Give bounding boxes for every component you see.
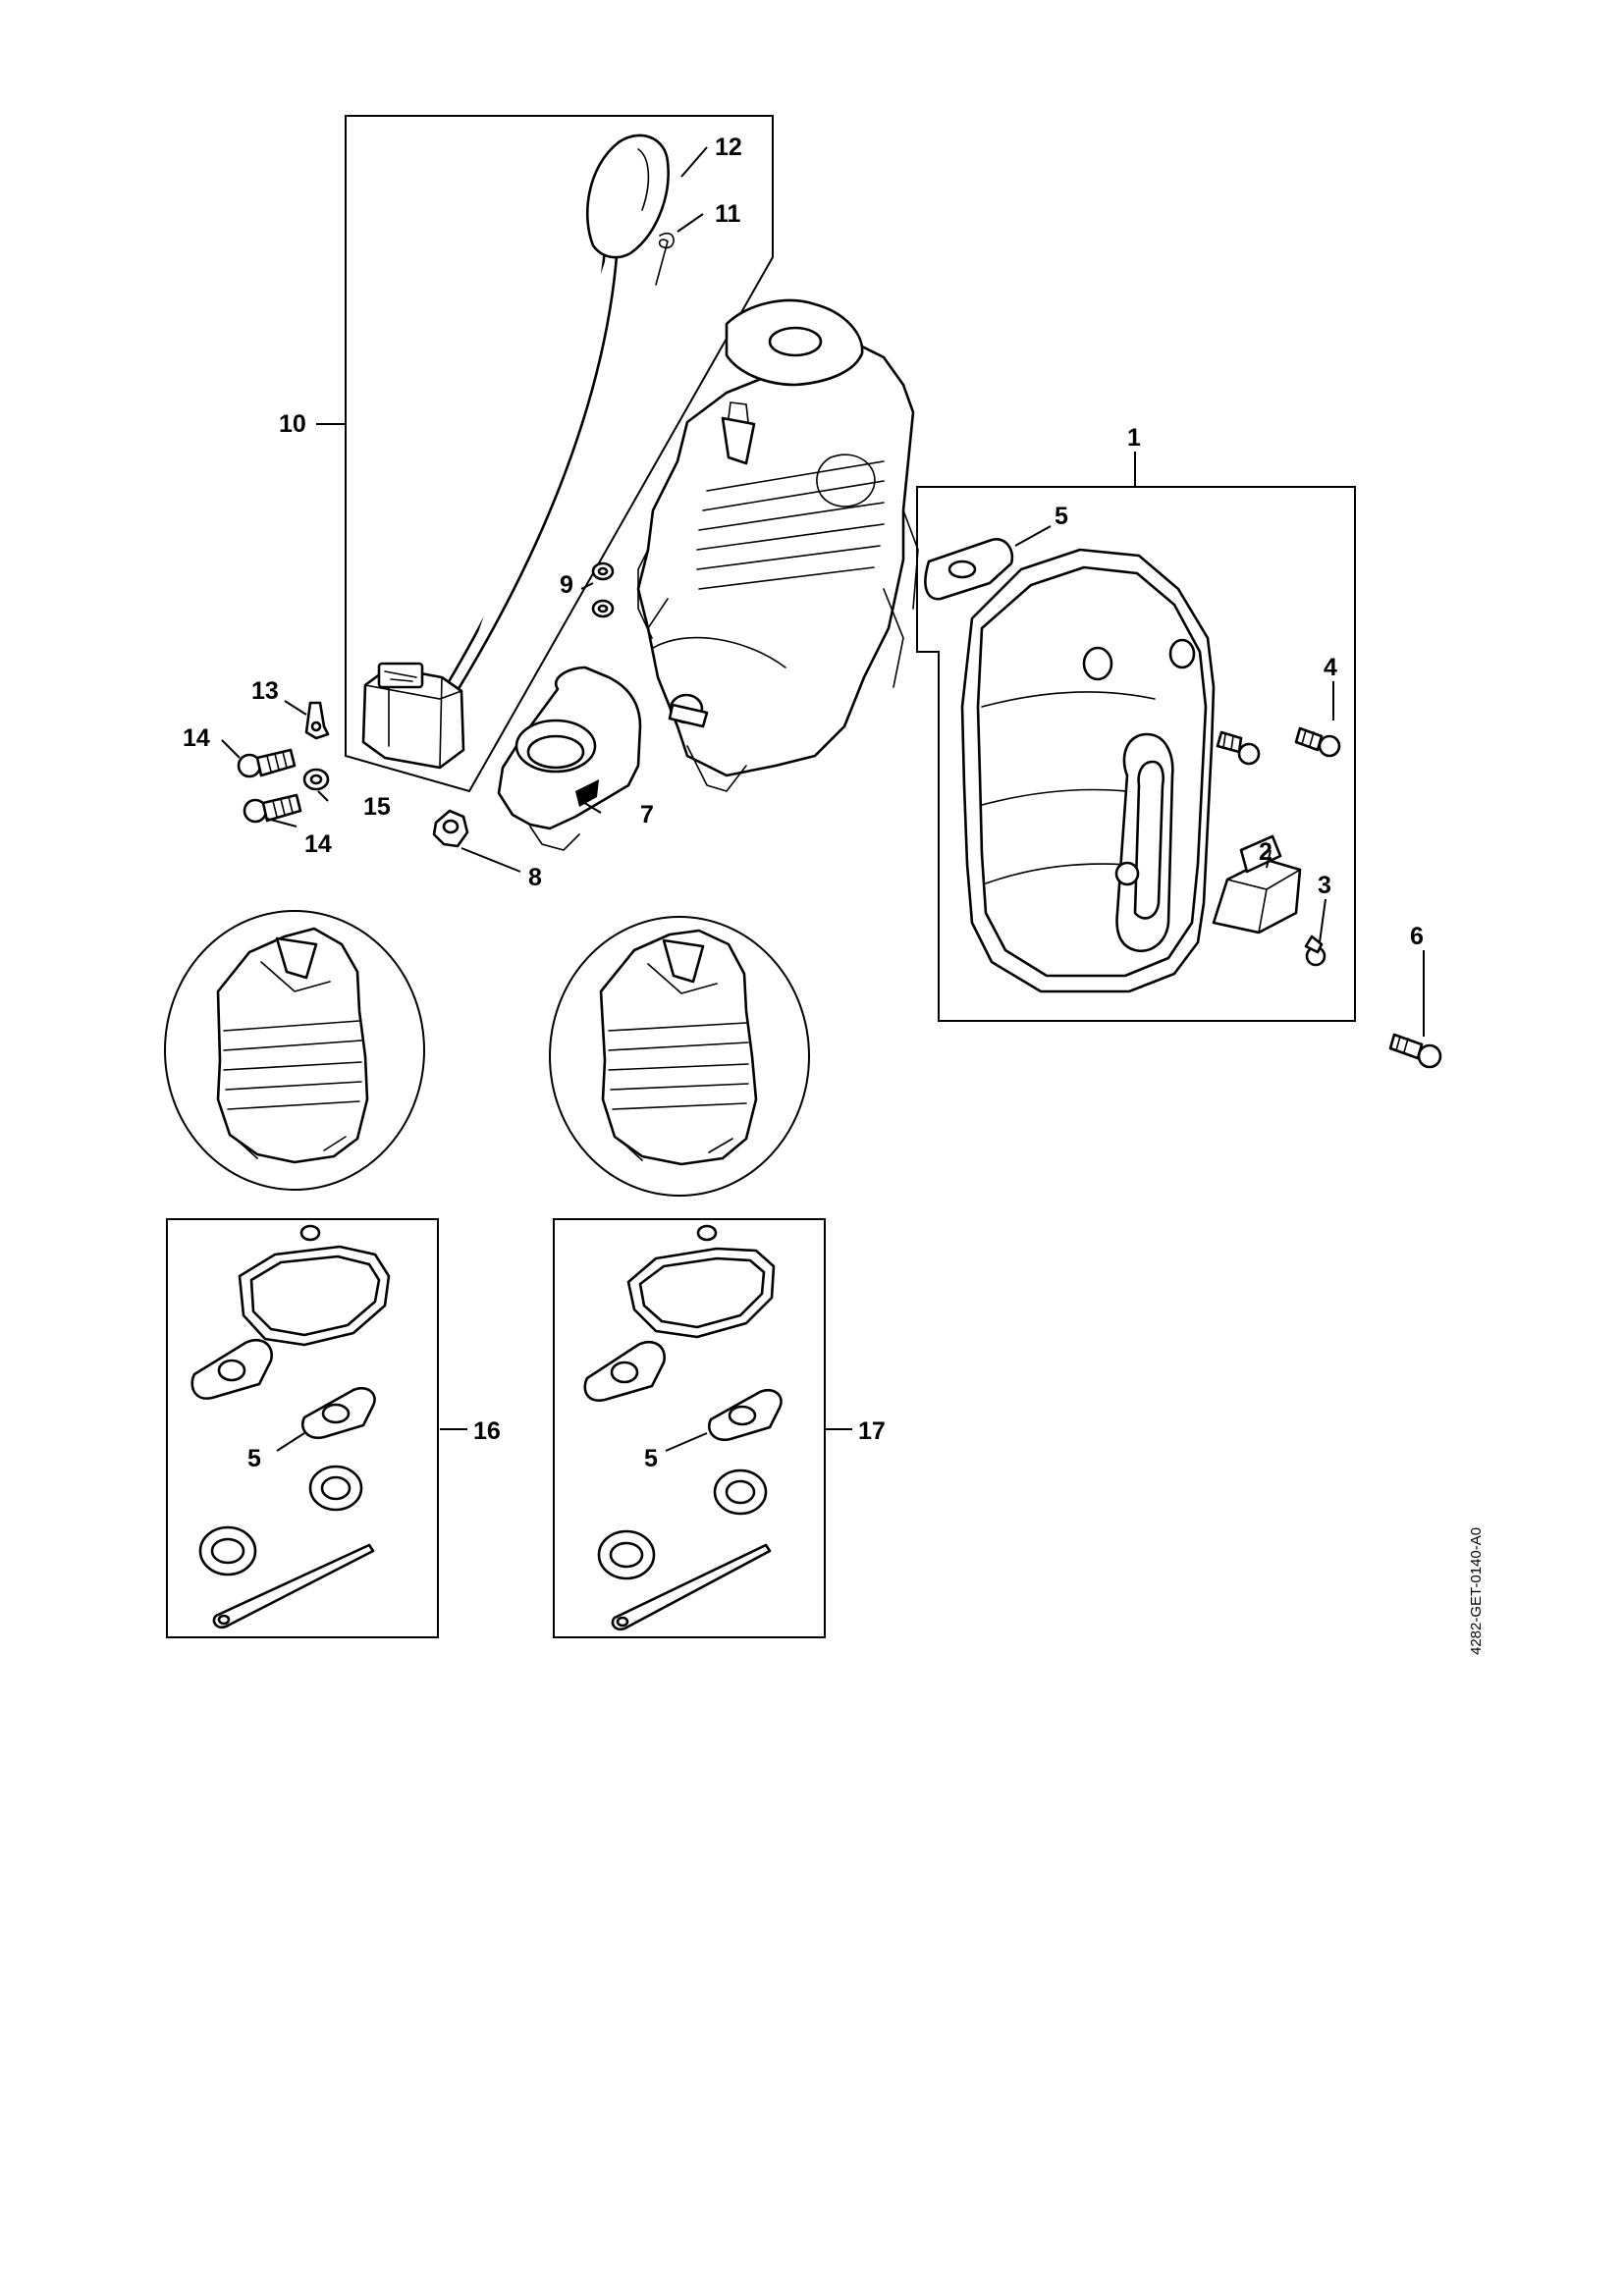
muffler-gasket <box>924 538 1014 601</box>
callout-17: 17 <box>858 1417 886 1445</box>
callout-10: 10 <box>279 410 306 438</box>
cylinder-detail-right <box>549 916 810 1197</box>
cap-spring <box>655 233 675 286</box>
washer <box>302 768 330 791</box>
callout-16: 16 <box>473 1417 501 1445</box>
callout-labels: 1 2 3 4 5 5 5 6 7 8 9 10 11 12 13 14 14 … <box>183 133 1424 1472</box>
callout-6: 6 <box>1410 923 1424 950</box>
nut-9-upper <box>591 561 615 581</box>
gasket-set-left-box <box>166 1218 439 1638</box>
gasket-set-right-parts <box>583 1224 783 1631</box>
muffler-box <box>916 486 1356 1022</box>
cylinder-detail-left <box>164 910 425 1191</box>
module-screw-upper <box>237 748 297 778</box>
callout-14-upper: 14 <box>183 724 210 752</box>
ignition-module <box>361 662 465 770</box>
callout-11: 11 <box>715 200 741 228</box>
collar-nut <box>432 809 469 848</box>
callout-4: 4 <box>1324 654 1337 681</box>
callout-9: 9 <box>560 571 573 599</box>
short-circuit-wire <box>304 701 330 740</box>
callout-5-set-right: 5 <box>644 1445 658 1472</box>
intake-flange <box>497 666 642 851</box>
callout-13: 13 <box>251 677 279 705</box>
muffler-screw-inner <box>1216 730 1261 766</box>
callout-5-muffler: 5 <box>1055 503 1068 530</box>
screw-6 <box>1388 1033 1442 1069</box>
gasket-set-left-parts <box>190 1224 391 1629</box>
leader-lines <box>221 146 1425 1452</box>
callout-12: 12 <box>715 133 742 161</box>
muffler <box>960 548 1216 993</box>
callout-8: 8 <box>528 864 542 891</box>
callout-5-set-left: 5 <box>247 1445 261 1472</box>
callout-3: 3 <box>1318 872 1331 899</box>
document-reference: 4282-GET-0140-A0 <box>1468 1527 1485 1655</box>
callout-14-lower: 14 <box>304 830 332 858</box>
ignition-module-box <box>345 115 774 793</box>
callout-1: 1 <box>1127 424 1141 452</box>
ignition-lead <box>445 218 621 689</box>
module-screw-lower <box>243 793 302 824</box>
callout-15: 15 <box>363 793 391 821</box>
engine-cylinder <box>636 298 919 792</box>
callout-7: 7 <box>640 801 654 828</box>
deflector-screw <box>1304 934 1326 967</box>
nut-9-lower <box>591 599 615 618</box>
muffler-screw-outer <box>1294 726 1341 758</box>
deflector <box>1212 834 1302 934</box>
spark-plug-cap <box>585 133 670 259</box>
callout-2: 2 <box>1259 838 1272 866</box>
